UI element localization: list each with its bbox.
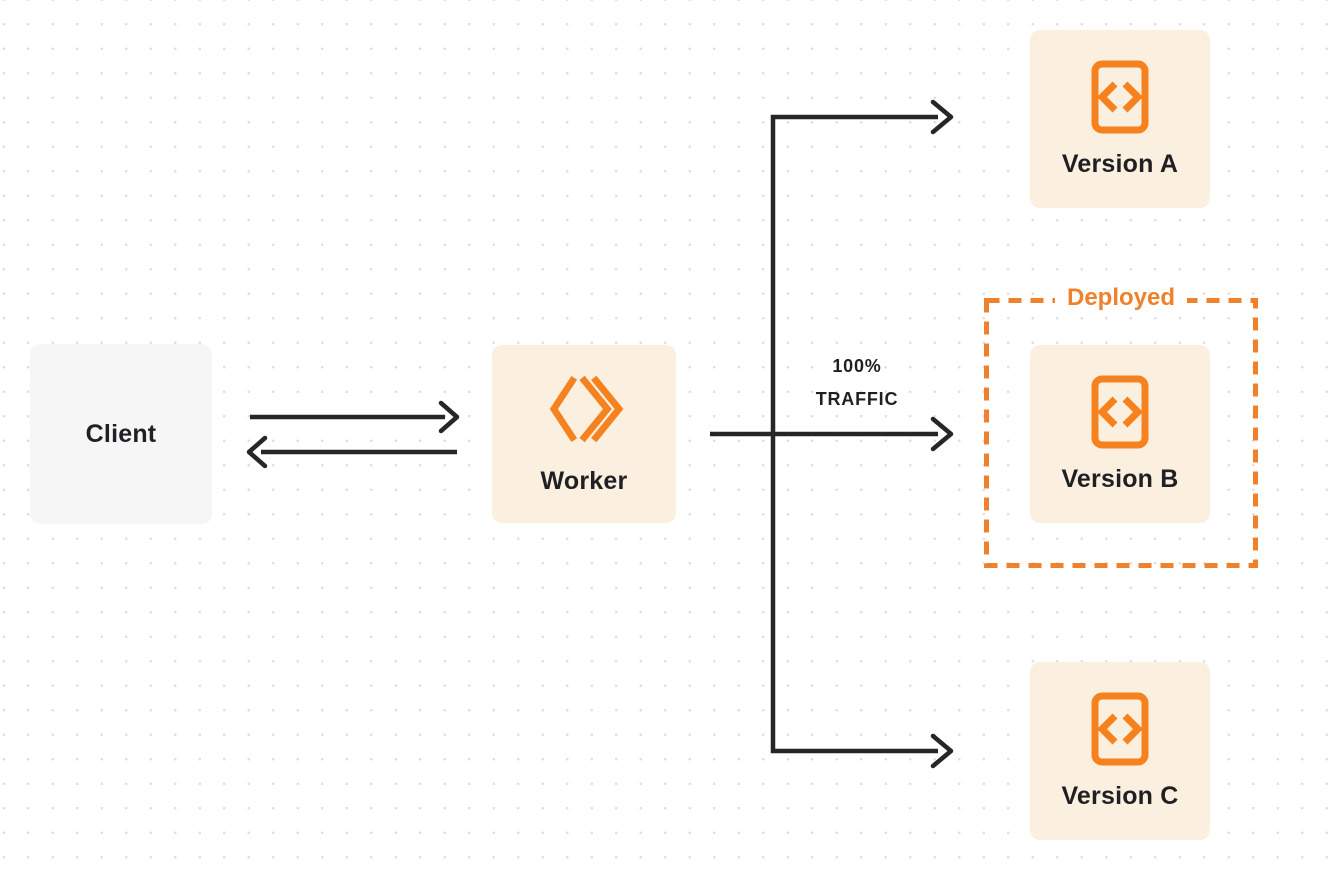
version-c-node-label: Version C xyxy=(1061,781,1179,810)
version-a-node: Version A xyxy=(1030,30,1210,208)
cloudflare-worker-icon xyxy=(549,375,624,442)
traffic-percent-text: 100% xyxy=(832,356,882,376)
branch-to-version-c-arrowhead xyxy=(930,733,954,769)
code-file-icon xyxy=(1091,692,1149,765)
client-to-worker-arrowhead xyxy=(438,400,460,434)
traffic-annotation: 100% TRAFFIC xyxy=(782,350,932,416)
traffic-word-text: TRAFFIC xyxy=(815,389,899,409)
worker-to-client-arrowhead xyxy=(246,435,268,469)
branch-to-version-a-arrowhead xyxy=(930,99,954,135)
version-c-node: Version C xyxy=(1030,662,1210,840)
client-node-label: Client xyxy=(85,419,157,448)
worker-node-label: Worker xyxy=(540,466,628,495)
branch-trunk-line xyxy=(770,114,938,754)
deployed-container: Deployed xyxy=(984,283,1258,568)
code-file-icon xyxy=(1091,60,1149,133)
worker-node: Worker xyxy=(492,345,676,523)
deployed-label: Deployed xyxy=(1054,283,1188,313)
version-b-node: Version B xyxy=(1030,345,1210,523)
version-a-node-label: Version A xyxy=(1061,149,1179,178)
code-file-icon xyxy=(1091,375,1149,448)
version-b-node-label: Version B xyxy=(1061,464,1179,493)
worker-to-version-b-arrowhead xyxy=(930,416,954,452)
client-node: Client xyxy=(30,344,212,524)
